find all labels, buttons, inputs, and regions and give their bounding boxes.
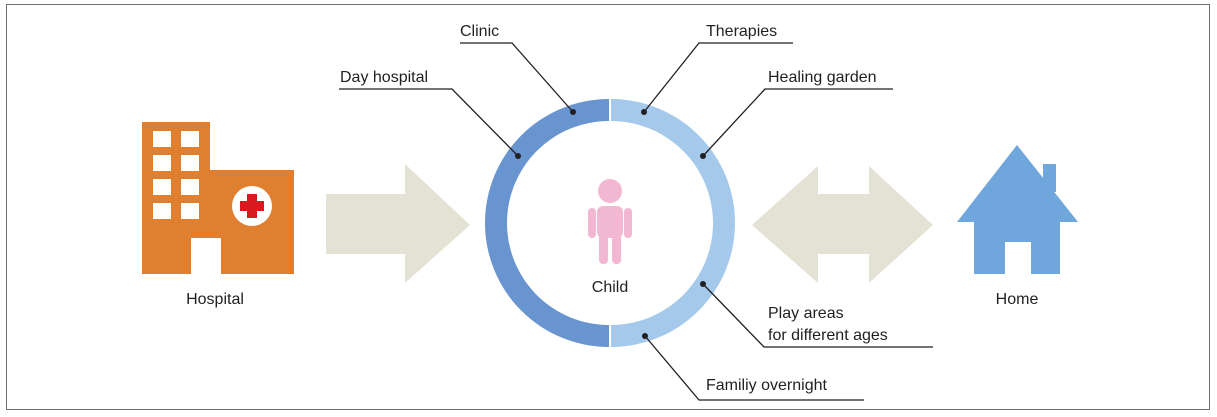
healing-garden-label: Healing garden [768,69,877,86]
play-areas-label-line1: Play areas [768,305,844,322]
red-cross-icon [240,194,264,218]
diagram-frame [6,4,1210,410]
play-areas-label-line2: for different ages [768,327,888,344]
double-arrow-icon [752,166,933,283]
house-icon [957,145,1078,274]
leader-dots [515,109,706,339]
arrow-right-icon [326,164,470,283]
clinic-label: Clinic [460,23,499,40]
home-label: Home [996,291,1039,308]
family-overnight-label: Familiy overnight [706,377,827,394]
house-door [1005,242,1031,274]
child-label: Child [592,279,628,296]
leader-lines [339,42,933,401]
day-hospital-label: Day hospital [340,69,428,86]
therapies-label: Therapies [706,23,777,40]
ring-left-segment [485,99,609,347]
hospital-label: Hospital [186,291,244,308]
child-figure-icon [588,179,632,264]
hospital-building-icon [142,122,294,274]
